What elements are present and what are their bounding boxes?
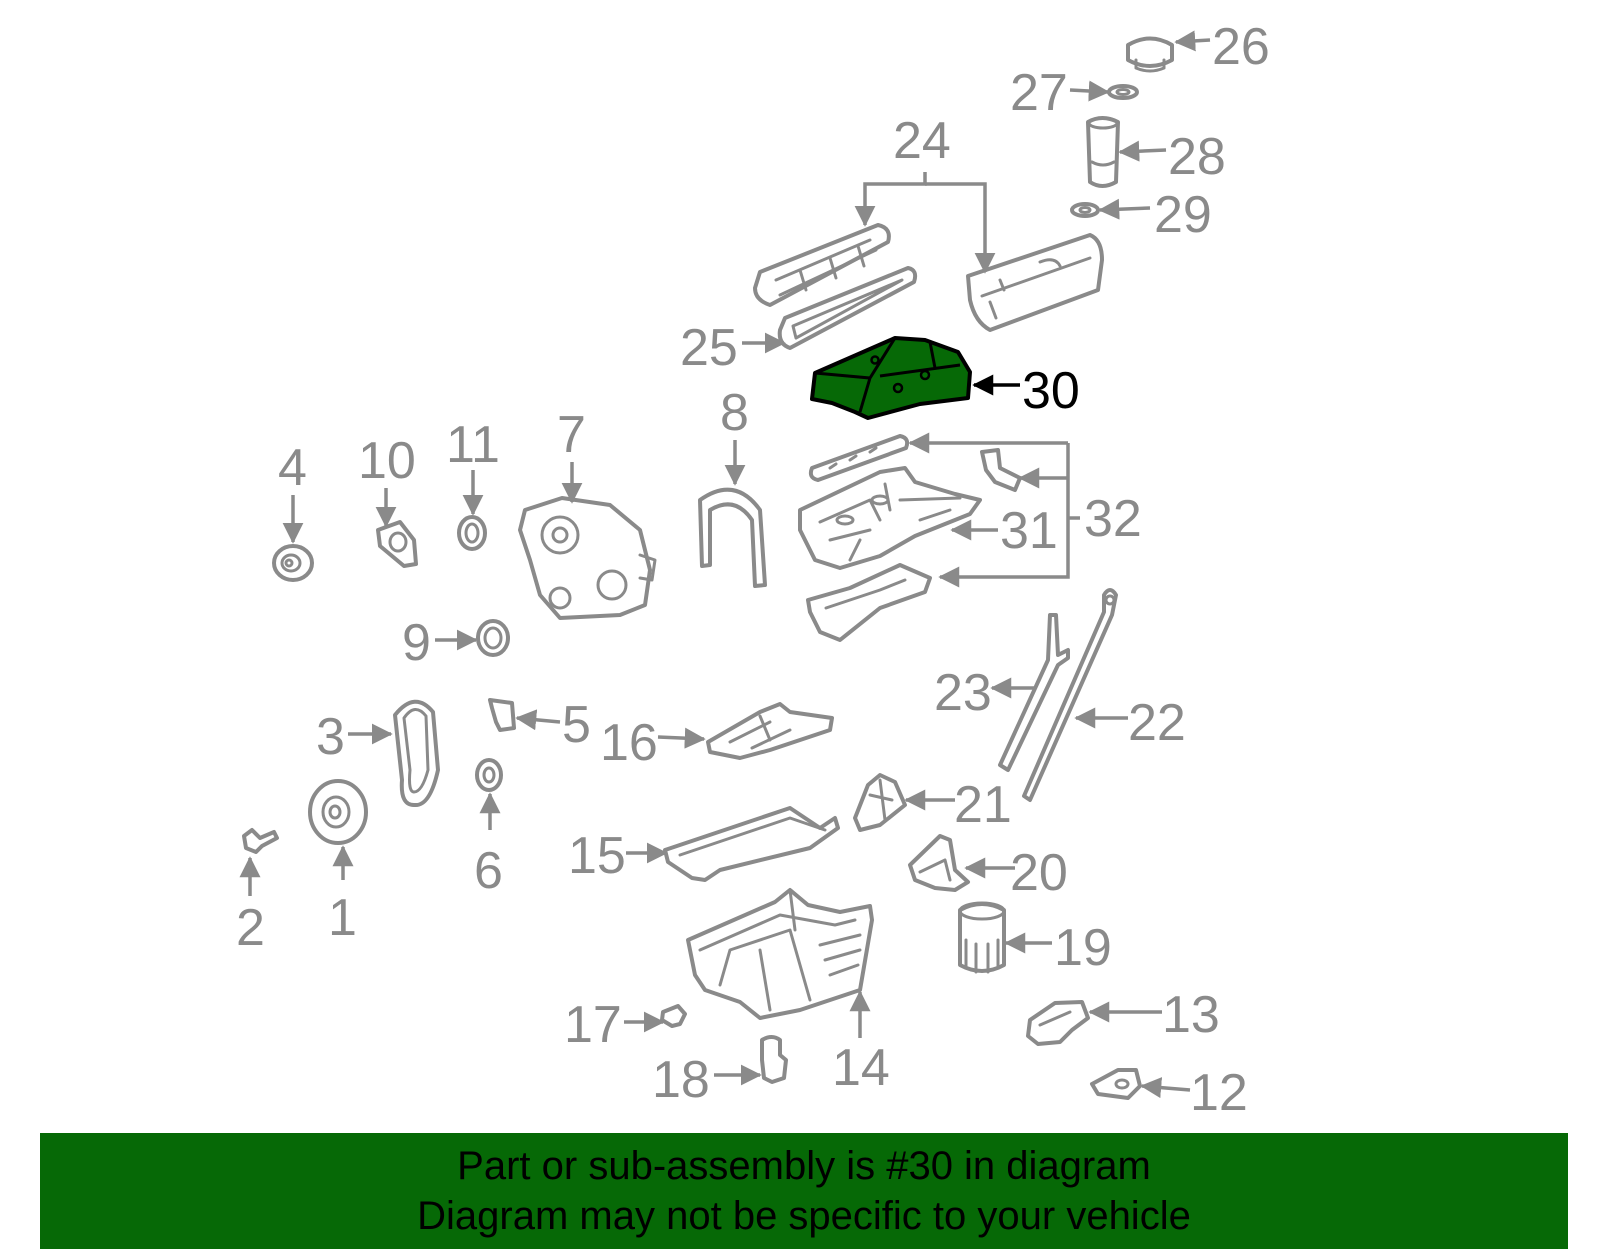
- callout-25[interactable]: 25: [680, 319, 738, 377]
- callout-8[interactable]: 8: [720, 384, 749, 442]
- callout-15[interactable]: 15: [568, 827, 626, 885]
- callout-32[interactable]: 32: [1084, 490, 1142, 548]
- part-17-drain-plug[interactable]: [660, 1004, 687, 1028]
- part-13-cover[interactable]: [1026, 1000, 1090, 1046]
- part-11-o-ring[interactable]: [457, 515, 487, 551]
- part-32-bracket[interactable]: [980, 448, 1022, 492]
- callout-2[interactable]: 2: [236, 899, 265, 957]
- callout-18[interactable]: 18: [652, 1051, 710, 1109]
- callout-13[interactable]: 13: [1162, 986, 1220, 1044]
- callout-3[interactable]: 3: [316, 708, 345, 766]
- callout-19[interactable]: 19: [1054, 919, 1112, 977]
- part-2-bolt[interactable]: [242, 828, 279, 854]
- part-10-seal-housing[interactable]: [376, 520, 418, 568]
- part-21-oil-pump[interactable]: [853, 773, 907, 832]
- callout-24[interactable]: 24: [893, 112, 951, 170]
- callout-12[interactable]: 12: [1190, 1064, 1248, 1122]
- callout-31[interactable]: 31: [1000, 502, 1058, 560]
- callout-6[interactable]: 6: [474, 842, 503, 900]
- part-28-filler-tube[interactable]: [1086, 116, 1120, 188]
- part-29-grommet[interactable]: [1070, 202, 1100, 218]
- part-7-timing-cover[interactable]: [518, 496, 657, 620]
- callout-1[interactable]: 1: [328, 889, 357, 947]
- callout-14[interactable]: 14: [832, 1039, 890, 1097]
- part-18-sensor[interactable]: [760, 1035, 788, 1084]
- part-3-timing-chain[interactable]: [393, 699, 440, 807]
- callout-22[interactable]: 22: [1128, 694, 1186, 752]
- callout-9[interactable]: 9: [402, 614, 431, 672]
- callout-29[interactable]: 29: [1154, 186, 1212, 244]
- callout-16[interactable]: 16: [600, 714, 658, 772]
- part-1-crank-pulley[interactable]: [308, 779, 368, 845]
- callout-4[interactable]: 4: [278, 439, 307, 497]
- callout-11[interactable]: 11: [446, 416, 500, 474]
- callout-7[interactable]: 7: [557, 406, 586, 464]
- callout-30[interactable]: 30: [1022, 362, 1080, 420]
- part-26-oil-filler-cap[interactable]: [1126, 36, 1174, 73]
- part-24-valve-cover-right[interactable]: [966, 233, 1104, 332]
- callout-17[interactable]: 17: [564, 996, 622, 1054]
- parts-diagram: 26 27 28 29 24 25 30 32 31 8 7 4 10 11 9…: [236, 18, 1270, 1122]
- callout-23[interactable]: 23: [934, 664, 992, 722]
- part-32-lower-gasket[interactable]: [806, 563, 932, 642]
- callout-labels: 26 27 28 29 24 25 30 32 31 8 7 4 10 11 9…: [236, 18, 1270, 1122]
- banner-line-1: Part or sub-assembly is #30 in diagram: [457, 1144, 1151, 1188]
- part-8-gasket[interactable]: [698, 487, 767, 588]
- part-15-oil-pan-gasket[interactable]: [663, 806, 840, 882]
- banner-line-2: Diagram may not be specific to your vehi…: [417, 1194, 1191, 1238]
- callout-10[interactable]: 10: [358, 432, 416, 490]
- part-22-dipstick[interactable]: [1022, 588, 1118, 802]
- part-16-baffle[interactable]: [706, 702, 834, 760]
- part-12-sensor-bracket[interactable]: [1090, 1068, 1142, 1100]
- callout-5[interactable]: 5: [562, 696, 591, 754]
- part-27-seal[interactable]: [1107, 84, 1139, 100]
- part-9-seal[interactable]: [476, 619, 510, 657]
- leader-lines: [239, 30, 1211, 1099]
- callout-26[interactable]: 26: [1212, 18, 1270, 76]
- part-32-upper-gasket[interactable]: [808, 434, 910, 482]
- callout-20[interactable]: 20: [1010, 844, 1068, 902]
- part-24-valve-cover-left[interactable]: [753, 223, 891, 307]
- part-19-oil-filter[interactable]: [958, 901, 1006, 974]
- info-banner: Part or sub-assembly is #30 in diagram D…: [40, 1133, 1568, 1249]
- part-23-dipstick-tube[interactable]: [998, 613, 1070, 772]
- callout-21[interactable]: 21: [954, 776, 1012, 834]
- part-30-manifold-cover[interactable]: [810, 336, 972, 420]
- part-5-bracket[interactable]: [488, 698, 516, 732]
- part-4-pulley[interactable]: [272, 544, 314, 582]
- callout-27[interactable]: 27: [1010, 64, 1068, 122]
- part-14-oil-pan[interactable]: [686, 888, 874, 1020]
- part-20-bracket[interactable]: [908, 834, 970, 892]
- callout-28[interactable]: 28: [1168, 128, 1226, 186]
- part-31-intake-manifold[interactable]: [798, 466, 982, 570]
- part-6-seal[interactable]: [475, 758, 503, 792]
